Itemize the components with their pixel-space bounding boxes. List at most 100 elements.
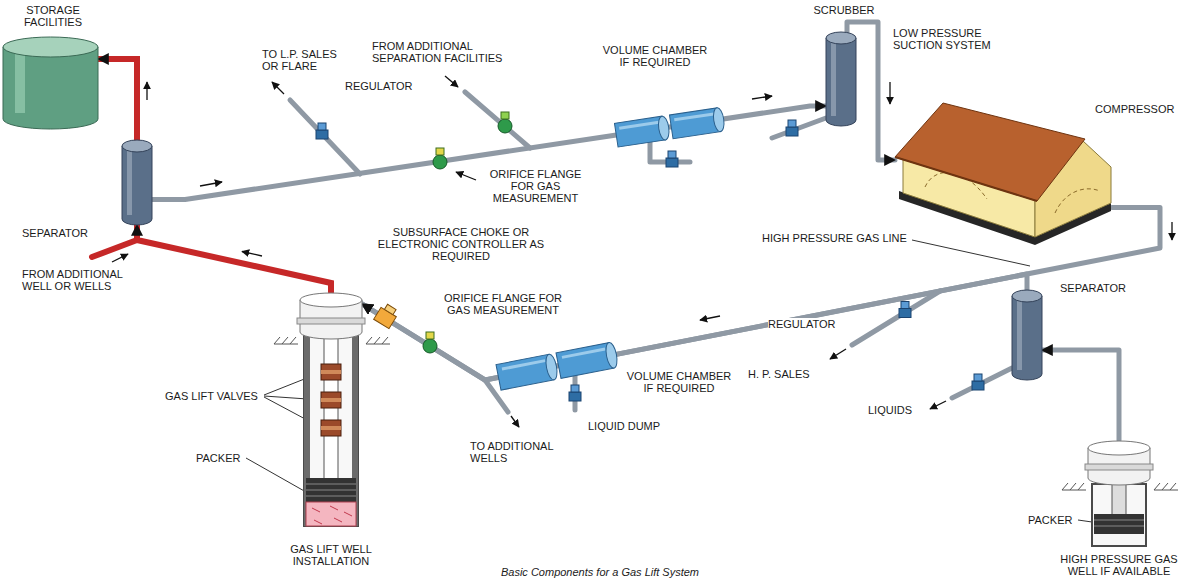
inlet-label: FROM ADDITIONAL SEPARATION FACILITIES: [372, 40, 522, 64]
chamber-end: [604, 342, 619, 369]
outlet-label: LIQUIDS: [868, 404, 912, 416]
chamber-shine: [619, 121, 659, 130]
chamber-end: [657, 115, 670, 140]
component-label: SEPARATOR: [22, 227, 102, 239]
flow-arrow: [700, 316, 720, 320]
part-label: VOLUME CHAMBER IF REQUIRED: [624, 370, 734, 394]
regulator-top: [318, 123, 326, 130]
flow-arrow: [272, 82, 284, 94]
dump-valve: [569, 392, 581, 401]
shape-outline: [895, 95, 1112, 245]
regulator-top: [901, 302, 909, 309]
part-label: VOLUME CHAMBER IF REQUIRED: [600, 44, 710, 68]
part-label: GAS LIFT VALVES: [165, 390, 258, 402]
shape-outline: [3, 35, 98, 131]
volume-chamber: [496, 354, 554, 390]
roof-edge: [895, 157, 1037, 201]
orifice-flange: [433, 155, 447, 169]
well-branch-pipe: [485, 380, 508, 412]
compressor-house: COMPRESSOR: [895, 95, 1112, 245]
gas-lift-valve: [321, 364, 341, 380]
perforations: [312, 506, 352, 524]
sales-pipe: [852, 291, 940, 345]
orifice-meter: [426, 332, 434, 339]
drain-valve: [786, 127, 798, 136]
shape-outline: [1088, 440, 1150, 550]
flowline: [137, 225, 331, 292]
compressor-outline: [1055, 189, 1100, 213]
leader-line: [1078, 520, 1092, 522]
liquid-pipe: [952, 368, 1012, 398]
outlet-label: TO ADDITIONAL WELLS: [470, 440, 570, 464]
orifice-flange: [423, 339, 437, 353]
figure-caption: Basic Components for a Gas Lift System: [450, 566, 750, 578]
volume-chamber: [614, 116, 665, 147]
flow-arrow: [511, 416, 519, 427]
vessel-body: [122, 146, 152, 225]
well-casing: [304, 336, 358, 526]
line-label: HIGH PRESSURE GAS LINE: [762, 232, 907, 244]
flow-arrow: [242, 252, 262, 257]
flow-arrow: [112, 254, 128, 262]
component-label: SCRUBBER: [804, 4, 884, 16]
part-label: SUBSURFACE CHOKE OR ELECTRONIC CONTROLLE…: [375, 226, 547, 262]
scrubber-vessel: SCRUBBER: [826, 32, 856, 126]
storage-tank: STORAGE FACILITIES: [3, 35, 98, 131]
shape-outline: [122, 140, 152, 225]
flow-arrow: [830, 349, 846, 359]
flow-arrow: [146, 82, 147, 100]
line-label: LOW PRESSURE SUCTION SYSTEM: [893, 27, 998, 51]
flow-arrow: [1171, 222, 1172, 240]
flow-arrow: [200, 182, 222, 186]
choke-top: [384, 304, 396, 314]
wellhead-top: [1088, 441, 1150, 455]
flow-arrow: [752, 96, 772, 99]
flow-arrow: [930, 401, 946, 409]
valve-body: [498, 119, 512, 133]
inlet-pipe: [465, 92, 530, 148]
shape-outline: [300, 292, 362, 540]
gas-lift-valve: [321, 420, 341, 436]
gas-lift-well: GAS LIFT WELL INSTALLATION: [300, 292, 362, 540]
vessel-body: [826, 38, 856, 126]
leader-line: [912, 240, 1030, 266]
packer-ribs: [306, 484, 356, 496]
volume-chamber: [669, 108, 720, 139]
gas-well: HIGH PRESSURE GAS WELL IF AVAILABLE: [1088, 440, 1150, 550]
shape-outline: [826, 32, 856, 126]
part-label: PACKER: [1028, 514, 1072, 526]
vessel-shine: [1017, 300, 1022, 370]
part-label: PACKER: [196, 452, 240, 464]
flow-arrow: [445, 76, 458, 87]
sales-pipe: [290, 100, 360, 174]
flowline: [98, 59, 137, 140]
dump-valve-top: [974, 374, 982, 381]
vessel-shine: [831, 42, 836, 116]
valve-top: [501, 112, 509, 119]
vessel-body: [1012, 296, 1042, 380]
leader-line: [246, 458, 306, 492]
dump-valve-top: [571, 385, 579, 392]
tank-shine: [15, 51, 25, 113]
packer: [1094, 514, 1144, 534]
vessel-top: [122, 140, 152, 152]
dump-valve: [972, 381, 984, 390]
outlet-label: TO L.P. SALES OR FLARE: [262, 48, 347, 72]
part-label: ORIFICE FLANGE FOR GAS MEASUREMENT: [433, 292, 573, 316]
vessel-top: [1012, 290, 1042, 302]
volume-chamber: [556, 343, 614, 379]
outlet-label: LIQUID DUMP: [588, 420, 660, 432]
valve-band: [321, 426, 341, 430]
flow-arrow: [889, 82, 890, 104]
tank-body: [3, 47, 98, 129]
orifice-meter: [436, 148, 444, 155]
part-label: REGULATOR: [345, 80, 412, 92]
component-label: COMPRESSOR: [1095, 103, 1179, 115]
chamber-shine: [674, 112, 714, 121]
inlet-label: FROM ADDITIONAL WELL OR WELLS: [22, 268, 132, 292]
separator-vessel: SEPARATOR: [1012, 290, 1042, 380]
packer: [306, 478, 356, 502]
drain-pipe: [772, 118, 826, 138]
drain-valve-top: [788, 120, 796, 127]
flowline-branch: [92, 240, 137, 257]
